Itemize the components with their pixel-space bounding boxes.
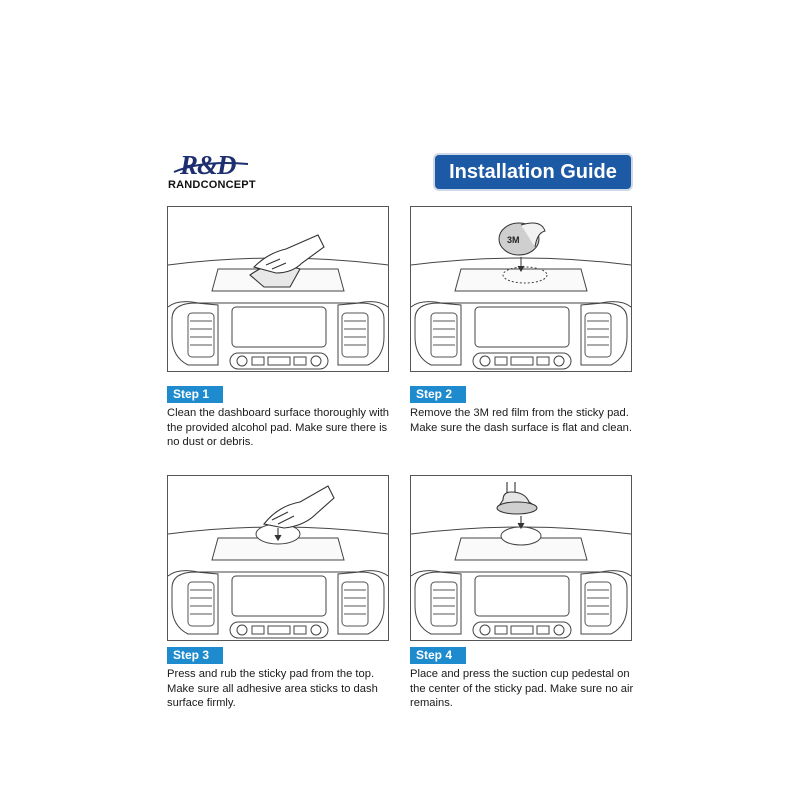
infotainment-screen [231,306,327,348]
step-3-badge: Step 3 [167,647,223,664]
logo-name: RANDCONCEPT [168,179,256,191]
left-vent [187,312,215,358]
step-1-badge: Step 1 [167,386,223,403]
logo-mark: R&D [180,150,237,180]
step-3-illustration [167,475,389,641]
dashboard-scene [168,485,388,639]
logo-swoosh-icon [173,162,249,173]
step-2-instructions: Remove the 3M red film from the sticky p… [410,407,633,434]
step-2-badge: Step 2 [410,386,466,403]
step-4-badge: Step 4 [410,647,466,664]
svg-text:3M: 3M [507,235,520,245]
hand-pressing-icon [263,485,335,542]
suction-cup-pedestal-icon [496,482,538,530]
dashboard-scene: 3M [411,222,631,370]
sticky-pad-icon: 3M [498,222,546,272]
brand-logo: R&D RANDCONCEPT [168,152,268,192]
hand-wiping-icon [249,234,325,288]
dashboard-scene [411,482,631,639]
right-vent [341,312,369,358]
step-4-illustration [410,475,632,641]
step-4-instructions: Place and press the suction cup pedestal… [410,668,634,709]
step-3-instructions: Press and rub the sticky pad from the to… [167,668,378,709]
installation-guide-banner: Installation Guide [435,155,631,189]
step-1-instructions: Clean the dashboard surface thoroughly w… [167,407,390,448]
step-2-illustration: 3M [410,206,632,372]
step-1-illustration [167,206,389,372]
dashboard-scene [168,234,388,370]
